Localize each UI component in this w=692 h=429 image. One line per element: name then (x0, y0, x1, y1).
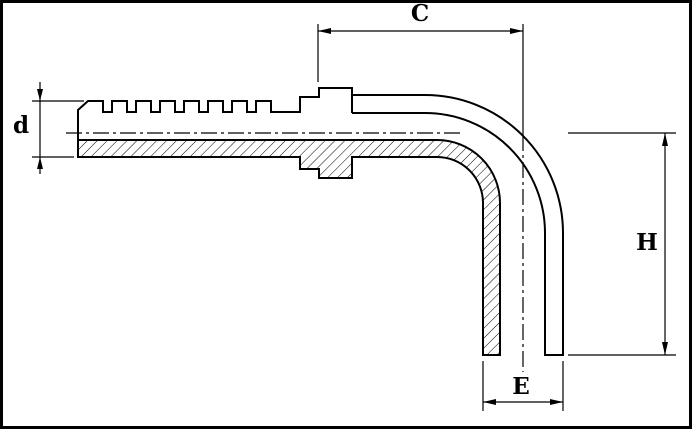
fitting-section-wall (77, 139, 501, 356)
dimension-h: H (568, 132, 676, 356)
arrowhead-left (318, 28, 331, 34)
arrowhead-top (662, 133, 668, 146)
dimension-c: C (317, 0, 524, 135)
dimension-d: d (13, 82, 84, 174)
dimension-label-e: E (512, 373, 530, 400)
arrowhead-bottom (662, 342, 668, 355)
arrowhead-bottom (37, 157, 43, 169)
dimension-e: E (482, 361, 564, 411)
arrowhead-right (550, 399, 563, 405)
arrowhead-top (37, 89, 43, 101)
dimension-label-d: d (13, 112, 29, 139)
dimension-label-c: C (411, 0, 429, 27)
dimension-label-h: H (636, 229, 658, 256)
arrowhead-right (510, 28, 523, 34)
fitting-body-outline (77, 87, 564, 356)
arrowhead-left (483, 399, 496, 405)
